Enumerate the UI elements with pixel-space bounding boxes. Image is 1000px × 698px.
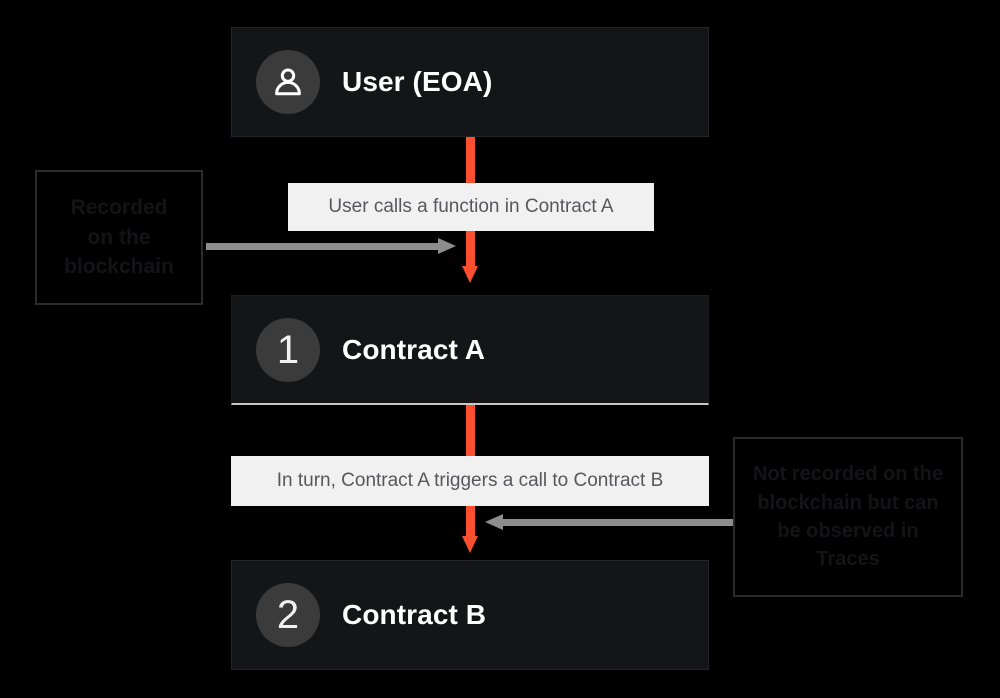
contract-a-step-badge: 1 [256,317,320,382]
node-contract-a[interactable]: 1 Contract A [231,295,709,405]
contract-b-step-number: 2 [276,593,300,637]
arrow-head [462,266,478,283]
annotation-right-text: Not recorded on the blockchain but can b… [753,460,943,574]
connector-head [438,238,456,254]
node-user-label: User (EOA) [342,66,493,97]
edge-label-contract-a-to-contract-b: In turn, Contract A triggers a call to C… [231,456,709,506]
connector-shaft [206,243,438,250]
annotation-left-line-3: blockchain [64,255,174,279]
annotation-right-line-3: be observed in [777,520,919,542]
annotation-right-line-1: Not recorded on the [752,463,943,486]
connector-head [485,514,503,530]
node-contract-a-label: Contract A [342,333,486,365]
annotation-right-line-2: blockchain but can [757,491,939,514]
person-icon [275,68,301,96]
contract-a-step-number: 1 [276,327,300,372]
annotation-left-line-2: on the [87,225,151,249]
connector-arrow-left [206,238,456,254]
node-user[interactable]: User (EOA) [231,27,709,137]
arrow-head [462,536,478,553]
annotation-right-line-4: Traces [816,548,880,571]
contract-b-step-badge: 2 [256,583,320,647]
node-contract-b[interactable]: 2 Contract B [231,560,709,670]
node-contract-b-label: Contract B [342,599,487,630]
connector-arrow-right [485,514,733,530]
annotation-recorded-on-blockchain: Recorded on the blockchain [35,170,203,305]
annotation-left-line-1: Recorded [70,195,168,219]
edge-label-user-to-contract-a: User calls a function in Contract A [288,183,654,231]
connector-shaft [503,519,733,526]
annotation-left-text: Recorded on the blockchain [64,193,174,282]
user-avatar-badge [256,50,320,114]
annotation-not-recorded-traces: Not recorded on the blockchain but can b… [733,437,963,597]
